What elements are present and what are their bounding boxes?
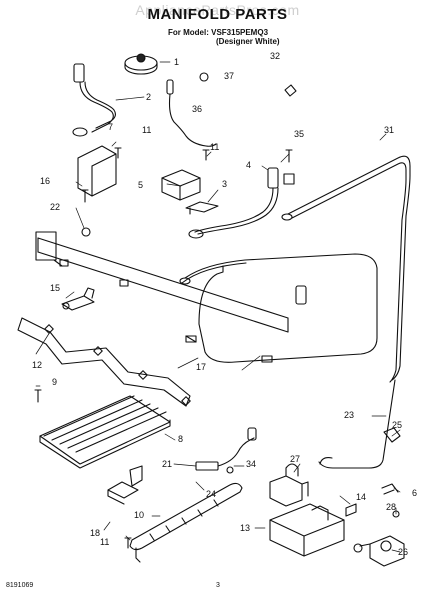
part-27-valve-body xyxy=(269,463,309,507)
manifold-rail xyxy=(35,231,289,363)
callout-21: 21 xyxy=(162,459,172,469)
callout-18: 18 xyxy=(90,528,100,538)
model-number: For Model: VSF315PEMQ3 xyxy=(168,28,269,37)
part-31-tube xyxy=(281,155,411,383)
part-25-fitting xyxy=(383,427,401,443)
callout-17: 17 xyxy=(196,362,206,372)
model-info: For Model: VSF315PEMQ3 (Designer White) xyxy=(168,28,280,46)
part-12-burner-bracket xyxy=(17,317,191,407)
callout-14: 14 xyxy=(356,492,366,502)
part-5-spark-module xyxy=(161,169,201,201)
callout-27: 27 xyxy=(290,454,300,464)
part-35-screw xyxy=(285,149,293,163)
part-17-manifold-tube xyxy=(179,253,378,363)
document-number: 8191069 xyxy=(6,582,34,589)
callout-32: 32 xyxy=(270,51,280,61)
part-11-screw-b xyxy=(202,149,210,161)
callout-8: 8 xyxy=(178,434,183,444)
model-variant: (Designer White) xyxy=(216,37,280,46)
part-34-screw xyxy=(226,466,234,474)
callout-2: 2 xyxy=(146,92,151,102)
part-22-washer xyxy=(81,227,91,237)
callout-7: 7 xyxy=(108,122,113,132)
callout-1: 1 xyxy=(174,57,179,67)
part-4-valve-tube xyxy=(188,167,295,239)
part-23-tube xyxy=(318,379,396,469)
part-11-screw-a xyxy=(114,147,122,159)
part-7-bracket xyxy=(77,145,117,197)
callout-22: 22 xyxy=(50,202,60,212)
part-16-screw xyxy=(81,189,89,203)
leader-lines xyxy=(35,61,401,553)
callout-26: 26 xyxy=(398,547,408,557)
callout-4: 4 xyxy=(246,160,251,170)
callout-11c: 11 xyxy=(100,537,109,547)
callout-10: 10 xyxy=(134,510,144,520)
callout-3: 3 xyxy=(222,179,227,189)
callout-13: 13 xyxy=(240,523,250,533)
watermark: AppliancePartsPros.com xyxy=(135,2,300,18)
callout-28: 28 xyxy=(386,502,396,512)
part-24-clip xyxy=(129,465,143,487)
part-1-burner-cap xyxy=(124,53,158,75)
callout-34: 34 xyxy=(246,459,256,469)
callout-25: 25 xyxy=(392,420,402,430)
part-3-clip xyxy=(185,201,219,215)
callout-37: 37 xyxy=(224,71,234,81)
page-number: 3 xyxy=(216,582,220,589)
part-14-fitting xyxy=(345,503,357,517)
callout-6: 6 xyxy=(412,488,417,498)
callout-12: 12 xyxy=(32,360,42,370)
callout-23: 23 xyxy=(344,410,354,420)
part-13-regulator xyxy=(269,503,345,557)
part-18-bracket xyxy=(107,481,139,505)
callout-9: 9 xyxy=(52,377,57,387)
part-10-burner-tube xyxy=(129,482,243,563)
page-title: MANIFOLD PARTS xyxy=(147,6,288,23)
part-26-shutoff-valve xyxy=(353,535,405,567)
part-8-heat-shield xyxy=(39,395,171,469)
part-32-orifice xyxy=(284,84,297,97)
callout-15: 15 xyxy=(50,283,60,293)
callout-11: 11 xyxy=(142,125,151,135)
callout-24: 24 xyxy=(206,489,216,499)
part-15-valve xyxy=(61,287,95,311)
callout-labels: 1 2 7 11 37 36 32 35 31 11 4 5 3 16 22 1… xyxy=(32,51,417,557)
part-2-valve-tube xyxy=(72,63,117,137)
callout-31: 31 xyxy=(384,125,394,135)
callout-5: 5 xyxy=(138,180,143,190)
part-36-igniter-wire xyxy=(166,79,217,147)
callout-11b: 11 xyxy=(210,142,219,152)
part-9-screw xyxy=(34,389,42,403)
callout-36: 36 xyxy=(192,104,202,114)
part-37-screw xyxy=(199,72,209,82)
callout-16: 16 xyxy=(40,176,50,186)
callout-35: 35 xyxy=(294,129,304,139)
